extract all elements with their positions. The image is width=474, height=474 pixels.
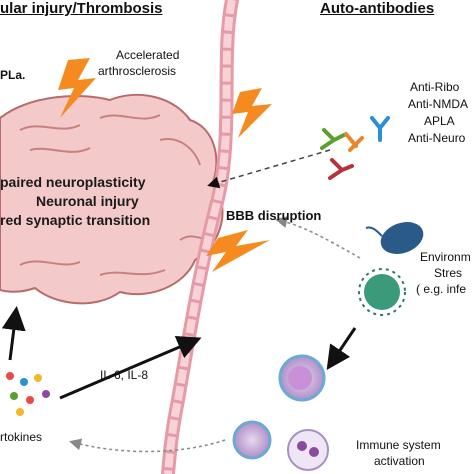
immune-cell-icon (278, 354, 326, 402)
antibody-label: Anti-NMDA (408, 97, 469, 111)
antibody-icon (320, 116, 390, 180)
accelerated-label: Accelerated (116, 48, 180, 62)
immune-label: activation (374, 454, 425, 468)
brain-text-line: red synaptic transition (0, 212, 151, 228)
arrow-environment-to-bbb (275, 216, 361, 259)
cytokines-label: rtokines (0, 430, 43, 444)
bbb-disruption-label: BBB disruption (226, 208, 322, 223)
arthrosclerosis-label: arthrosclerosis (98, 64, 177, 78)
immune-cell-icon (287, 429, 329, 471)
brain-text-line: paired neuroplasticity (0, 174, 146, 190)
blood-vessel (161, 0, 239, 474)
antibody-label: Anti-Neuro (408, 131, 466, 145)
arrow-antibodies-to-brain (207, 149, 331, 189)
arrow-virus-to-immune (326, 327, 357, 370)
arrow-cytokines-to-vessel (59, 336, 202, 400)
lightning-icon (206, 230, 270, 272)
lightning-icon (58, 58, 96, 118)
arrow-cytokines-to-brain (1, 306, 26, 361)
header-left: ular injury/Thrombosis (0, 0, 163, 17)
brain (0, 93, 224, 305)
arrow-immune-to-cytokines (69, 438, 226, 453)
brain-text-line: Neuronal injury (36, 193, 139, 209)
environment-label: Environm (420, 250, 471, 264)
immune-cell-icon (232, 420, 272, 460)
environment-label: ( e.g. infe (416, 282, 467, 296)
immune-label: Immune system (356, 438, 441, 452)
antibody-label: Anti-Ribo (410, 80, 460, 94)
interleukin-label: IL-6, IL-8 (100, 368, 149, 382)
bacterium-icon (365, 222, 424, 254)
cytokine-dots (6, 372, 50, 416)
lightning-icon (232, 88, 272, 138)
antibody-label: APLA (424, 114, 455, 128)
virus-icon (358, 268, 406, 316)
apla-label: PLa. (0, 68, 26, 82)
header-right: Auto-antibodies (320, 0, 435, 17)
environment-label: Stres (434, 266, 463, 280)
